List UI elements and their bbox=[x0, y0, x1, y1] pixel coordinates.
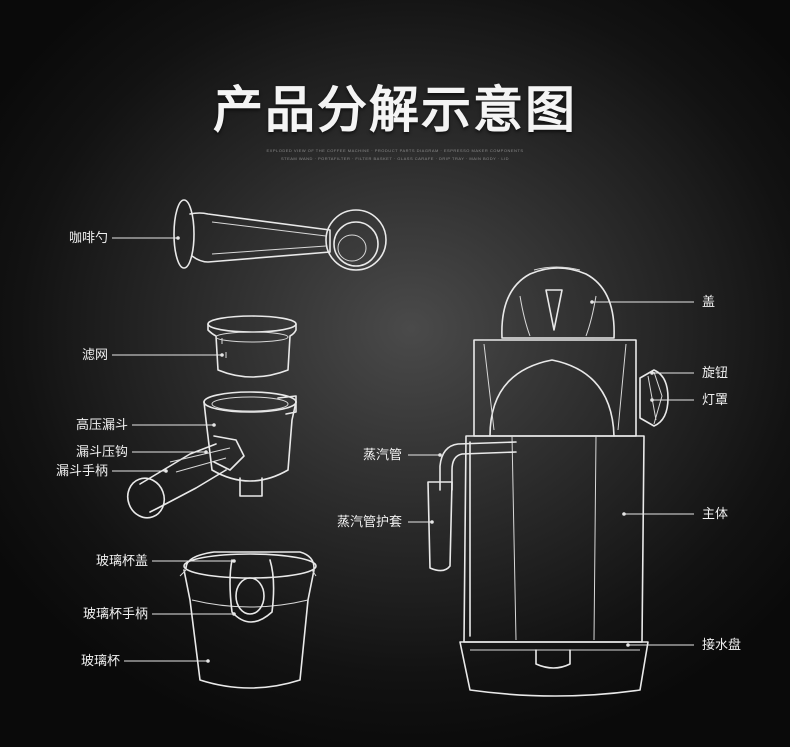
label-glass-cup-lid: 玻璃杯盖 bbox=[95, 553, 148, 568]
label-lamp-cover: 灯罩 bbox=[702, 392, 729, 407]
glass-cup-drawing bbox=[179, 551, 317, 689]
label-drip-tray: 接水盘 bbox=[702, 637, 742, 652]
leader-dots bbox=[164, 236, 654, 663]
label-glass-cup: 玻璃杯 bbox=[80, 653, 120, 668]
machine-drawing bbox=[427, 266, 669, 697]
label-steam-pipe: 蒸汽管 bbox=[362, 447, 402, 462]
label-high-pressure-funnel: 高压漏斗 bbox=[75, 417, 128, 432]
filter-drawing bbox=[207, 315, 297, 378]
label-funnel-hook: 漏斗压钩 bbox=[75, 444, 128, 459]
subtitle-line-2: STEAM WAND · PORTAFILTER · FILTER BASKET… bbox=[280, 156, 510, 161]
label-steam-pipe-sleeve: 蒸汽管护套 bbox=[336, 514, 402, 529]
label-lid: 盖 bbox=[702, 294, 716, 309]
label-filter: 滤网 bbox=[81, 347, 108, 362]
subtitle-line-1: EXPLODED VIEW OF THE COFFEE MACHINE · PR… bbox=[266, 148, 524, 153]
label-funnel-handle: 漏斗手柄 bbox=[55, 463, 108, 478]
coffee-spoon-drawing bbox=[173, 199, 387, 271]
portafilter-drawing bbox=[126, 391, 297, 519]
label-knob: 旋钮 bbox=[702, 365, 729, 380]
page-title: 产品分解示意图 bbox=[213, 80, 577, 139]
leader-lines bbox=[112, 237, 694, 662]
label-main-body: 主体 bbox=[702, 506, 729, 521]
label-coffee-spoon: 咖啡勺 bbox=[68, 230, 108, 245]
label-glass-cup-handle: 玻璃杯手柄 bbox=[82, 606, 148, 621]
